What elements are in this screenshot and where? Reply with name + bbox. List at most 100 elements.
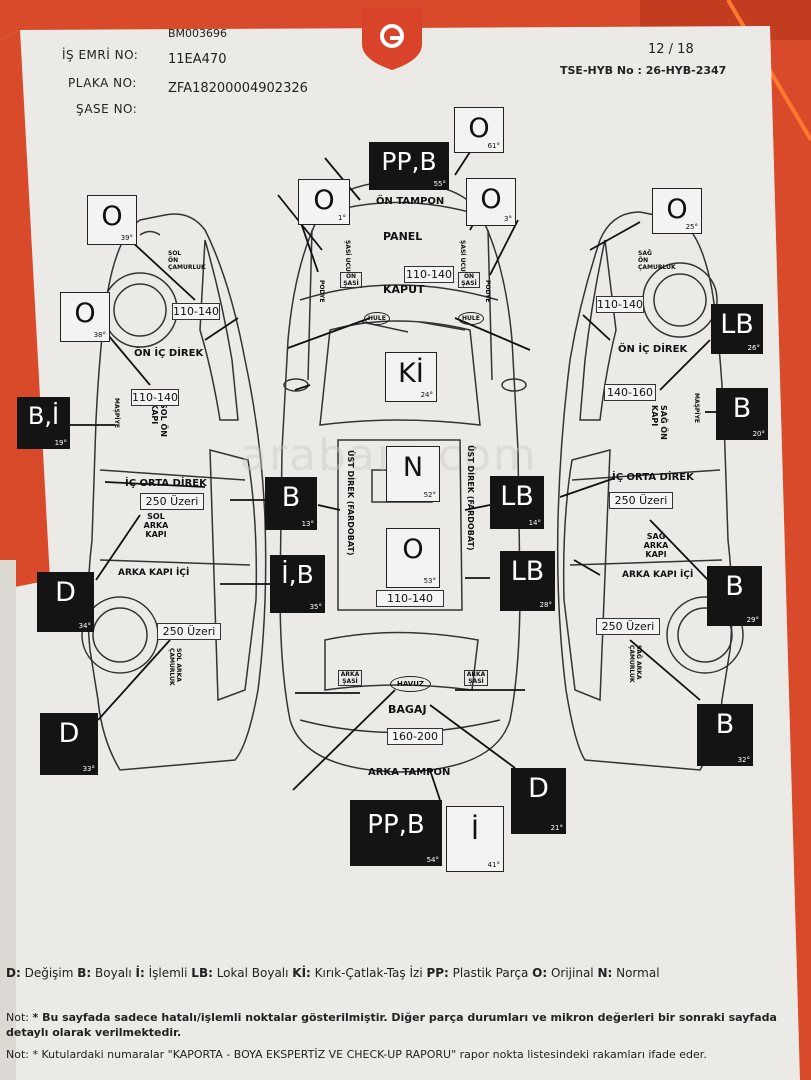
legend-text: Kırık-Çatlak-Taş İzi xyxy=(310,966,427,980)
legend-text: Değişim xyxy=(20,966,78,980)
tse-number: TSE-HYB No : 26-HYB-2347 xyxy=(560,64,727,77)
range-sol-arka-camurluk: 250 Üzeri xyxy=(157,623,221,640)
label-sol-arka-kapi: SOL ARKA KAPI xyxy=(143,512,169,539)
label-arka-kapi-ici-right: ARKA KAPI İÇİ xyxy=(622,570,694,580)
label-sag-on-kapi: SAĞ ÖN KAPI xyxy=(650,405,668,440)
legend-text: İşlemli xyxy=(144,966,192,980)
label-arka-kapi-ici-left: ARKA KAPI İÇİ xyxy=(118,568,190,578)
logo-shield-icon xyxy=(362,8,422,70)
label-podye-right: PODYE xyxy=(484,280,491,303)
label-sasi-ucu-left: ŞASİ UCU xyxy=(344,240,351,272)
legend-text: Lokal Boyalı xyxy=(212,966,293,980)
range-sag-on-kapi: 140-160 xyxy=(604,384,656,401)
legend-code: O: xyxy=(532,966,548,980)
work-order-label: İŞ EMRİ NO: xyxy=(62,48,139,62)
note-label: Not: xyxy=(6,1048,29,1061)
label-ic-orta-direk-right: İÇ ORTA DİREK xyxy=(612,472,694,483)
label-arka-tampon: ARKA TAMPON xyxy=(368,767,451,778)
label-panel: PANEL xyxy=(383,230,423,243)
legend-text: Normal xyxy=(612,966,660,980)
legend-code: LB: xyxy=(191,966,213,980)
label-hule-left: HULE xyxy=(364,312,390,325)
label-sag-arka-camurluk: SAĞ ARKA ÇAMURLUK xyxy=(628,645,642,683)
legend-code: D: xyxy=(6,966,21,980)
label-podye-left: PODYE xyxy=(318,280,325,303)
legend-code: N: xyxy=(597,966,613,980)
note-2: Not: * Kutulardaki numaralar "KAPORTA - … xyxy=(6,1047,801,1062)
chassis-label: ŞASE NO: xyxy=(76,102,138,116)
label-havuz: HAVUZ xyxy=(390,676,431,692)
label-on-sasi-left: ÖN ŞASİ xyxy=(340,272,362,288)
note-1: Not: * Bu sayfada sadece hatalı/işlemli … xyxy=(6,1010,801,1040)
note-text: * Kutulardaki numaralar "KAPORTA - BOYA … xyxy=(32,1048,707,1061)
legend-code: PP: xyxy=(426,966,449,980)
range-bagaj: 160-200 xyxy=(387,728,443,745)
range-sag-arka-kapi: 250 Üzeri xyxy=(609,492,673,509)
label-ust-direk-right: ÜST DİREK (FARDOBAT) xyxy=(466,445,475,551)
page-number: 12 / 18 xyxy=(648,42,694,57)
report-number: BM003696 xyxy=(168,27,228,40)
label-arka-sasi-left: ARKA ŞASİ xyxy=(338,670,362,686)
label-sasi-ucu-right: ŞASİ UCU xyxy=(459,240,466,272)
note-text: * Bu sayfada sadece hatalı/işlemli nokta… xyxy=(6,1011,777,1039)
range-sol-on-kapi: 110-140 xyxy=(131,389,179,406)
label-sag-on-camurluk: SAĞ ÖN ÇAMURLUK xyxy=(638,250,676,271)
label-on-ic-direk-right: ÖN İÇ DİREK xyxy=(618,344,688,355)
range-sag-arka-camurluk: 250 Üzeri xyxy=(596,618,660,635)
range-sol-arka-kapi: 250 Üzeri xyxy=(140,493,204,510)
label-on-sasi-right: ÖN ŞASİ xyxy=(458,272,480,288)
legend-text: Plastik Parça xyxy=(448,966,533,980)
plate-value: ZFA18200004902326 xyxy=(168,81,308,96)
label-maspiye-right: MAŞPİYE xyxy=(693,393,700,424)
legend-code: B: xyxy=(77,966,92,980)
legend-code: İ: xyxy=(135,966,145,980)
note-label: Not: xyxy=(6,1011,29,1024)
legend-text: Orijinal xyxy=(547,966,598,980)
label-hule-right: HULE xyxy=(458,312,484,325)
legend-text: Boyalı xyxy=(91,966,136,980)
label-sag-arka-kapi: SAĞ ARKA KAPI xyxy=(643,532,669,559)
label-on-ic-direk-left: ÖN İÇ DİREK xyxy=(134,348,204,359)
label-ust-direk-left: ÜST DİREK (FARDOBAT) xyxy=(346,450,355,556)
label-ic-orta-direk-left: İÇ ORTA DİREK xyxy=(125,478,207,489)
label-kaput: KAPUT xyxy=(383,283,425,296)
legend-code: Kİ: xyxy=(292,966,311,980)
range-sag-on-camurluk: 110-140 xyxy=(596,296,644,313)
label-sol-arka-camurluk: SOL ARKA ÇAMURLUK xyxy=(168,648,182,686)
range-tavan: 110-140 xyxy=(376,590,444,607)
label-sol-on-camurluk: SOL ÖN ÇAMURLUK xyxy=(168,250,206,271)
label-maspiye-left: MAŞPİYE xyxy=(113,398,120,429)
range-sol-on-camurluk: 110-140 xyxy=(172,303,220,320)
label-bagaj: BAGAJ xyxy=(388,703,427,716)
label-arka-sasi-right: ARKA ŞASİ xyxy=(464,670,488,686)
label-on-tampon: ÖN TAMPON xyxy=(376,196,445,207)
legend: D: Değişim B: Boyalı İ: İşlemli LB: Loka… xyxy=(6,966,806,980)
work-order-value: 11EA470 xyxy=(168,52,227,67)
plate-label: PLAKA NO: xyxy=(68,76,137,90)
range-kaput: 110-140 xyxy=(404,266,454,283)
label-sol-on-kapi: SOL ÖN KAPI xyxy=(150,403,168,437)
